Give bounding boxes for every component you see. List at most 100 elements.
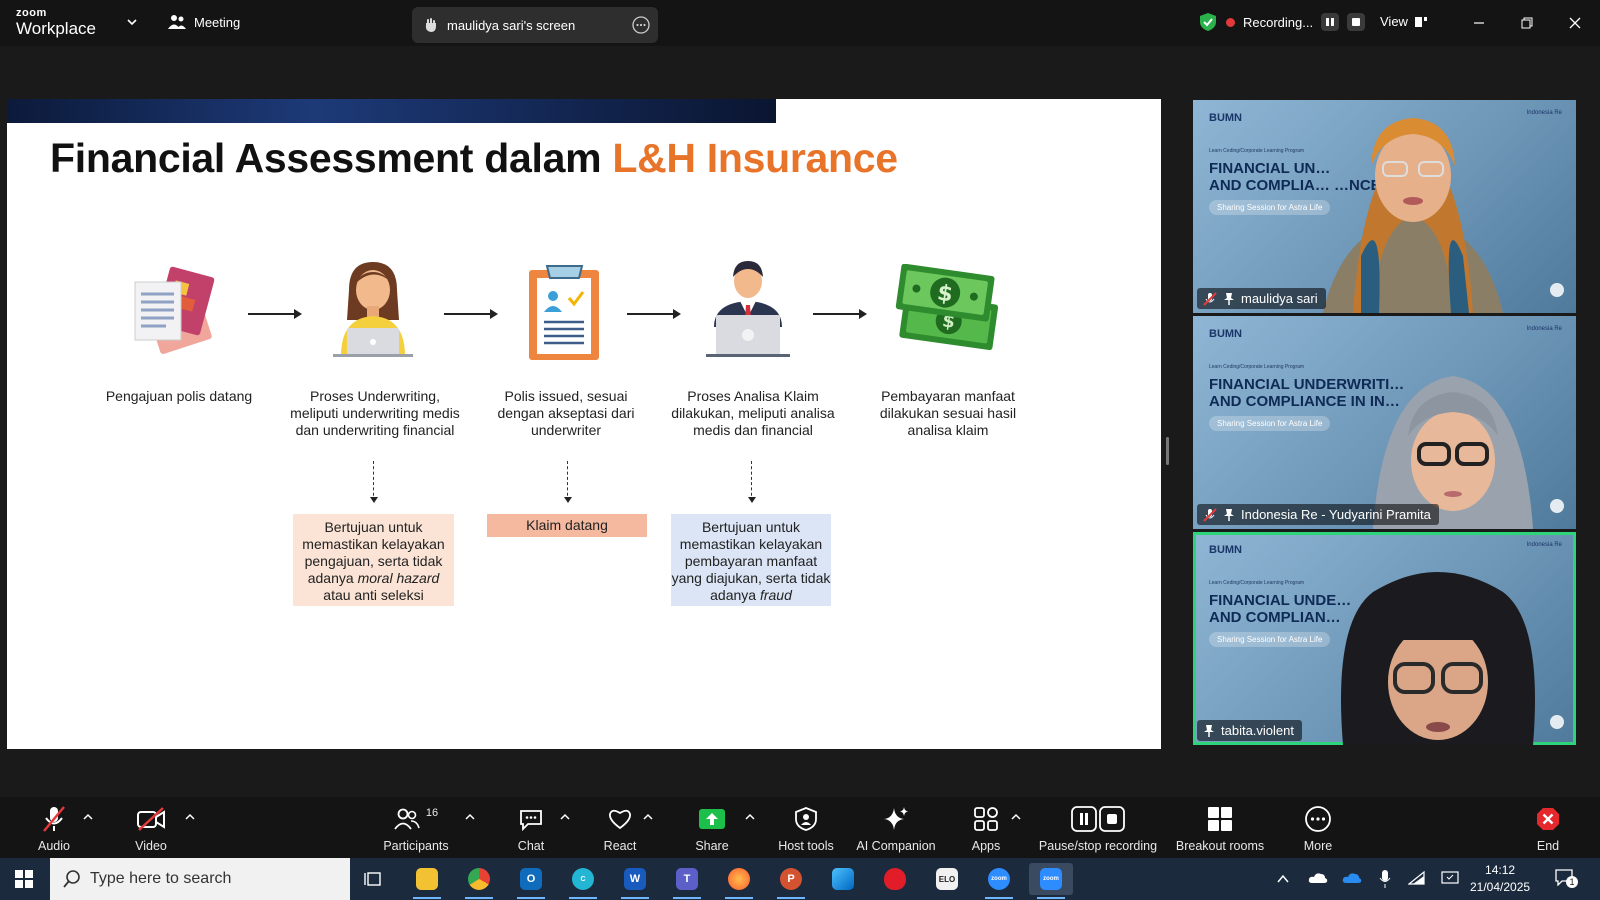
note-klaim-datang: Klaim datang [487, 514, 647, 537]
pause-stop-recording-button[interactable]: Pause/stop recording [1036, 805, 1160, 853]
notification-center-button[interactable]: 1 [1554, 868, 1578, 888]
chevron-down-icon[interactable] [125, 15, 139, 29]
muted-mic-icon [1203, 507, 1217, 522]
taskbar-search-box[interactable]: Type here to search [50, 858, 350, 900]
meeting-controls-toolbar: Audio Video 16 Participants Chat React S… [0, 797, 1600, 858]
tile-options-icon[interactable] [1550, 499, 1564, 513]
chat-options-caret-icon[interactable] [559, 811, 571, 823]
host-tools-button[interactable]: Host tools [776, 805, 836, 853]
taskbar-app-chrome[interactable] [457, 863, 501, 899]
view-button[interactable]: View [1380, 14, 1428, 29]
note-text: Bertujuan untuk memastikan kelayakan pen… [302, 519, 445, 586]
minimize-icon [1474, 22, 1484, 24]
video-options-caret-icon[interactable] [184, 811, 196, 823]
panel-resize-handle[interactable] [1166, 437, 1169, 465]
more-button[interactable]: More [1300, 805, 1336, 853]
teams-icon: T [676, 868, 698, 890]
tray-overflow-icon[interactable] [1276, 872, 1290, 886]
more-label: More [1303, 839, 1333, 853]
shield-icon [795, 807, 817, 831]
pause-icon [1326, 18, 1335, 26]
flow-arrow-2 [444, 309, 498, 319]
tile-bg-bumn: BUMN [1209, 112, 1242, 124]
onedrive-icon[interactable] [1342, 870, 1362, 886]
close-button[interactable] [1564, 12, 1586, 34]
react-button[interactable]: React [600, 805, 640, 853]
wifi-icon[interactable] [1408, 870, 1426, 886]
video-tile-active-speaker[interactable]: BUMN Indonesia Re Learn Ceding/Corporate… [1193, 532, 1576, 745]
note-text-end: atau anti seleksi [323, 587, 424, 603]
task-view-icon [364, 872, 381, 886]
react-options-caret-icon[interactable] [642, 811, 654, 823]
start-button[interactable] [2, 863, 46, 895]
tile-bg-subtitle: Sharing Session for Astra Life [1209, 200, 1331, 215]
participant-name: Indonesia Re - Yudyarini Pramita [1241, 507, 1431, 522]
participant-name: tabita.violent [1221, 723, 1294, 738]
meeting-menu[interactable]: Meeting [168, 14, 240, 30]
breakout-rooms-icon [1208, 807, 1232, 831]
audio-options-caret-icon[interactable] [82, 811, 94, 823]
react-label: React [603, 839, 637, 853]
recording-label: Recording... [1243, 14, 1314, 30]
title-main: Financial Assessment dalam [50, 135, 613, 181]
elo-icon: ELO [936, 868, 958, 890]
title-highlight: L&H Insurance [612, 135, 898, 181]
breakout-rooms-button[interactable]: Breakout rooms [1174, 805, 1266, 853]
taskbar-clock[interactable]: 14:12 21/04/2025 [1470, 862, 1530, 896]
taskbar-app-powerpoint[interactable]: P [769, 863, 813, 899]
tile-bg-title: FINANCIAL UNDERWRITI… AND COMPLIANCE IN … [1209, 376, 1405, 410]
minimize-button[interactable] [1468, 12, 1490, 34]
display-icon[interactable] [1441, 869, 1459, 887]
participants-label: Participants [383, 839, 449, 853]
taskbar-app-word[interactable]: W [613, 863, 657, 899]
participants-options-caret-icon[interactable] [464, 811, 476, 823]
cloud-icon[interactable] [1308, 870, 1328, 886]
tile-options-icon[interactable] [1550, 715, 1564, 729]
participant-nametag: maulidya sari [1197, 288, 1326, 309]
apps-button[interactable]: Apps [966, 805, 1006, 853]
more-options-icon[interactable] [632, 16, 650, 34]
video-tile[interactable]: BUMN Indonesia Re Learn Ceding/Corporate… [1193, 316, 1576, 529]
muted-mic-icon [1203, 291, 1217, 306]
taskbar-app-firefox[interactable] [717, 863, 761, 899]
video-tile[interactable]: BUMN Indonesia Re Learn Ceding/Corporate… [1193, 100, 1576, 313]
canva-icon: C [572, 868, 594, 890]
stop-recording-button[interactable] [1347, 13, 1366, 31]
taskbar-app-zoom[interactable]: zoom [977, 863, 1021, 899]
taskbar-app-file-explorer[interactable] [405, 863, 449, 899]
audio-button[interactable]: Audio [36, 805, 72, 853]
taskbar-app-security[interactable] [873, 863, 917, 895]
clock-date: 21/04/2025 [1470, 880, 1531, 894]
taskbar-app-outlook[interactable]: O [509, 863, 553, 899]
screen-share-pill[interactable]: maulidya sari's screen [412, 7, 658, 43]
tile-bg-title: FINANCIAL UNDE… AND COMPLIAN… [1209, 592, 1352, 626]
share-options-caret-icon[interactable] [744, 811, 756, 823]
taskbar-app-teams[interactable]: T [665, 863, 709, 899]
video-button[interactable]: Video [130, 805, 172, 853]
apps-options-caret-icon[interactable] [1010, 811, 1022, 823]
taskbar-app-elo[interactable]: ELO [925, 863, 969, 895]
share-button[interactable]: Share [692, 805, 732, 853]
chat-label: Chat [517, 839, 545, 853]
tile-options-icon[interactable] [1550, 283, 1564, 297]
taskbar-app-photos[interactable] [821, 863, 865, 895]
participant-video [1323, 118, 1503, 313]
video-off-icon [137, 807, 165, 831]
task-view-button[interactable] [352, 863, 396, 895]
microphone-icon[interactable] [1378, 869, 1392, 889]
end-meeting-button[interactable]: End [1530, 805, 1566, 853]
view-layout-icon [1414, 16, 1427, 27]
ai-companion-button[interactable]: AI Companion [855, 805, 937, 853]
participants-button[interactable]: 16 Participants [380, 805, 452, 853]
note-emphasis: moral hazard [357, 570, 440, 586]
zoom-workplace-logo[interactable]: zoom Workplace [16, 8, 96, 38]
taskbar-app-zoom-meeting[interactable]: zoom [1029, 863, 1073, 899]
video-label: Video [135, 839, 167, 853]
pause-recording-button[interactable] [1321, 13, 1340, 31]
restore-button[interactable] [1516, 12, 1538, 34]
pin-icon [1224, 508, 1234, 521]
chat-button[interactable]: Chat [515, 805, 547, 853]
step-label-5: Pembayaran manfaat dilakukan sesuai hasi… [879, 388, 1017, 438]
sparkle-icon [884, 807, 908, 830]
taskbar-app-canva[interactable]: C [561, 863, 605, 899]
